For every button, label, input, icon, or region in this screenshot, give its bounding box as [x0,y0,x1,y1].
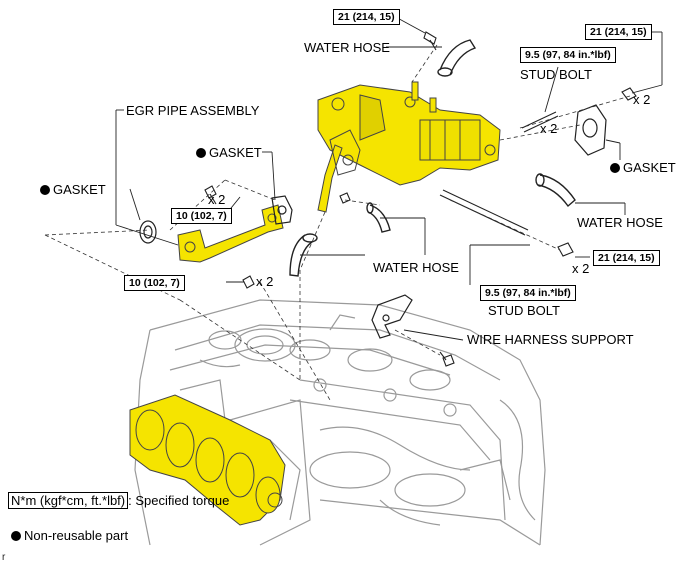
water-hoses [289,39,576,277]
label-gasket-left: GASKET [40,182,106,197]
legend-torque-text: : Specified torque [128,493,230,508]
label-water-hose-top: WATER HOSE [304,40,390,55]
engine-block [134,299,546,546]
egr-connecting-pipe [317,129,361,213]
torque-top-right: 21 (214, 15) [585,24,652,40]
intake-manifold [129,394,286,526]
multiplier-top-right: x 2 [633,92,651,107]
legend-torque: N*m (kgf*cm, ft.*lbf): Specified torque [8,492,230,509]
multiplier-egr-lower: x 2 [256,274,274,289]
label-stud-bolt-bottom: STUD BOLT [488,303,560,318]
multiplier-stud-top: x 2 [540,121,558,136]
multiplier-egr-upper: x 2 [208,192,226,207]
wire-harness-support-part [371,294,413,339]
label-egr-pipe-assembly: EGR PIPE ASSEMBLY [126,103,260,118]
nonreusable-dot-icon [196,148,206,158]
corner-mark: r [2,552,6,563]
leader-lines [115,14,663,341]
legend-nonreusable: Non-reusable part [11,528,128,543]
torque-egr-lower: 10 (102, 7) [124,275,185,291]
label-water-hose-mid: WATER HOSE [373,260,459,275]
dashed-guide-lines [44,44,631,401]
torque-stud-bottom: 9.5 (97, 84 in.*lbf) [480,285,576,301]
egr-pipe-assembly-part [177,204,284,263]
label-stud-bolt-top: STUD BOLT [520,67,592,82]
torque-right-nut: 21 (214, 15) [593,250,660,266]
fasteners [204,31,637,367]
gaskets [139,104,607,244]
egr-cooler-assembly [317,81,501,186]
torque-egr-upper: 10 (102, 7) [171,208,232,224]
nonreusable-dot-icon [610,163,620,173]
legend-torque-units: N*m (kgf*cm, ft.*lbf) [8,492,129,509]
label-water-hose-right: WATER HOSE [577,215,663,230]
label-wire-harness-support: WIRE HARNESS SUPPORT [467,332,634,347]
nonreusable-dot-icon [11,531,21,541]
multiplier-right-nut: x 2 [572,261,590,276]
label-gasket-right: GASKET [610,160,676,175]
label-gasket-left-mid: GASKET [196,145,262,160]
nonreusable-dot-icon [40,185,50,195]
torque-top-center: 21 (214, 15) [333,9,400,25]
torque-stud-top: 9.5 (97, 84 in.*lbf) [520,47,616,63]
